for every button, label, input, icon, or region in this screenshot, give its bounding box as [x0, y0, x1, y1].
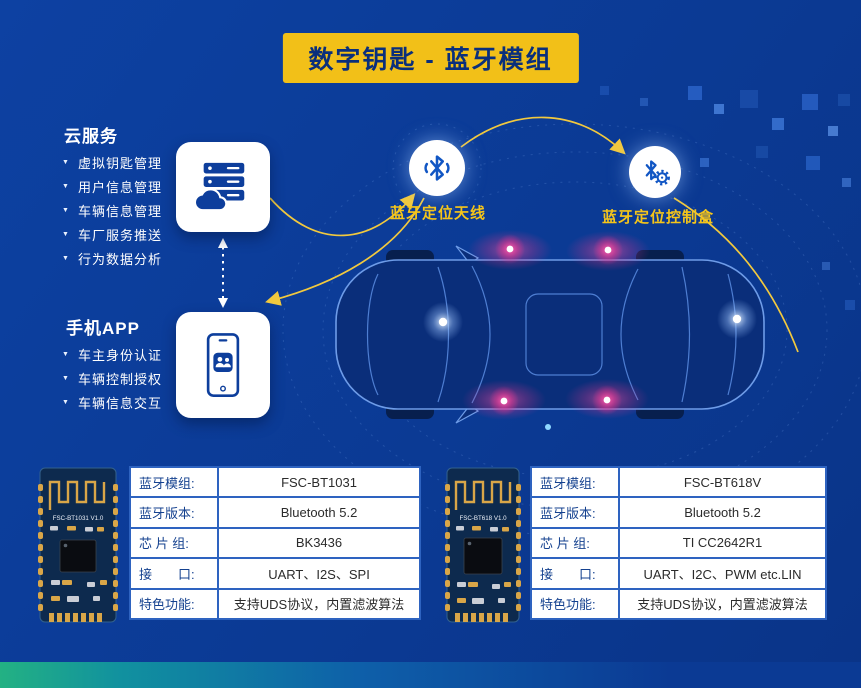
bottom-accent-strip [0, 662, 861, 688]
bluetooth-signal-icon [424, 155, 450, 181]
edge-pads [38, 484, 118, 622]
spec-label: 蓝牙版本: [532, 498, 618, 527]
triangle-bullet-icon: ▼ [62, 230, 70, 238]
spec-value: 支持UDS协议，内置滤波算法 [219, 589, 419, 618]
spec-row: 芯 片 组:BK3436 [131, 528, 419, 558]
list-item: ▼ 车辆信息交互 [62, 390, 162, 414]
list-item: ▼ 车主身份认证 [62, 342, 162, 366]
cloud-server-card [176, 142, 270, 232]
spec-table-bt1031: 蓝牙模组:FSC-BT1031 蓝牙版本:Bluetooth 5.2 芯 片 组… [129, 466, 421, 620]
list-item: ▼ 虚拟钥匙管理 [62, 150, 162, 174]
list-item: ▼ 行为数据分析 [62, 246, 162, 270]
mobile-app-list: ▼ 车主身份认证 ▼ 车辆控制授权 ▼ 车辆信息交互 [62, 342, 162, 414]
page-title: 数字钥匙 - 蓝牙模组 [282, 33, 579, 83]
passive-components [50, 526, 100, 602]
board-silkscreen-label: FSC-BT618 V1.0 [459, 515, 507, 522]
triangle-bullet-icon: ▼ [62, 350, 70, 358]
spec-label: 蓝牙模组: [532, 468, 618, 497]
chip [463, 537, 503, 575]
list-item-label: 车辆信息交互 [77, 395, 162, 411]
antenna-trace [454, 480, 512, 504]
spec-label: 特色功能: [532, 589, 618, 618]
spec-row: 接 口:UART、I2S、SPI [131, 559, 419, 588]
triangle-bullet-icon: ▼ [62, 254, 70, 262]
list-item: ▼ 车辆信息管理 [62, 198, 162, 222]
board-silkscreen-label: FSC-BT1031 V1.0 [53, 515, 104, 522]
chip [59, 539, 97, 573]
spec-value: FSC-BT618V [620, 468, 825, 497]
list-item-label: 车辆控制授权 [77, 371, 162, 387]
control-box-label: 蓝牙定位控制盒 [601, 209, 714, 226]
list-item-label: 用户信息管理 [77, 179, 162, 195]
spec-value: FSC-BT1031 [219, 468, 419, 497]
spec-row: 特色功能:支持UDS协议，内置滤波算法 [131, 589, 419, 618]
spec-table-bt618v: 蓝牙模组:FSC-BT618V 蓝牙版本:Bluetooth 5.2 芯 片 组… [530, 466, 827, 620]
spec-value: 支持UDS协议，内置滤波算法 [620, 589, 825, 618]
spec-label: 蓝牙版本: [131, 498, 217, 527]
phone-app-card [176, 312, 270, 418]
spec-row: 蓝牙模组:FSC-BT1031 [131, 468, 419, 497]
car-body [335, 259, 765, 410]
spec-label: 接 口: [131, 559, 217, 588]
passive-components [456, 526, 505, 604]
antenna-trace [48, 480, 106, 504]
cloud-server-icon [194, 162, 245, 212]
pcb-module-bt1031: FSC-BT1031 V1.0 [38, 467, 118, 623]
list-item-label: 车厂服务推送 [77, 227, 162, 243]
triangle-bullet-icon: ▼ [62, 374, 70, 382]
mobile-app-heading: 手机APP [66, 319, 140, 338]
bluetooth-gear-icon [645, 160, 670, 186]
antenna-label: 蓝牙定位天线 [389, 205, 486, 222]
car-top-view [335, 230, 765, 430]
edge-pads [445, 484, 521, 622]
spec-row: 接 口:UART、I2C、PWM etc.LIN [532, 559, 825, 588]
spec-label: 芯 片 组: [131, 528, 217, 558]
triangle-bullet-icon: ▼ [62, 206, 70, 214]
triangle-bullet-icon: ▼ [62, 182, 70, 190]
spec-value: Bluetooth 5.2 [219, 498, 419, 527]
triangle-bullet-icon: ▼ [62, 398, 70, 406]
list-item: ▼ 车辆控制授权 [62, 366, 162, 390]
cloud-service-heading: 云服务 [64, 127, 118, 146]
list-item-label: 行为数据分析 [77, 251, 162, 267]
list-item: ▼ 用户信息管理 [62, 174, 162, 198]
spec-label: 芯 片 组: [532, 528, 618, 558]
pcb-module-bt618v: FSC-BT618 V1.0 [445, 467, 521, 623]
list-item: ▼ 车厂服务推送 [62, 222, 162, 246]
pixel-squares [600, 86, 855, 310]
spec-row: 芯 片 组:TI CC2642R1 [532, 528, 825, 558]
spec-label: 特色功能: [131, 589, 217, 618]
spec-label: 接 口: [532, 559, 618, 588]
list-item-label: 车辆信息管理 [77, 203, 162, 219]
spec-value: BK3436 [219, 528, 419, 558]
spec-value: Bluetooth 5.2 [620, 498, 825, 527]
spec-row: 特色功能:支持UDS协议，内置滤波算法 [532, 589, 825, 618]
spec-value: UART、I2C、PWM etc.LIN [620, 559, 825, 588]
spec-value: UART、I2S、SPI [219, 559, 419, 588]
spec-value: TI CC2642R1 [620, 528, 825, 558]
spec-row: 蓝牙模组:FSC-BT618V [532, 468, 825, 497]
cloud-service-list: ▼ 虚拟钥匙管理 ▼ 用户信息管理 ▼ 车辆信息管理 ▼ 车厂服务推送 ▼ 行为数据分析 [62, 150, 162, 270]
list-item-label: 虚拟钥匙管理 [77, 155, 162, 171]
bluetooth-control-box-circle [629, 146, 681, 198]
spec-row: 蓝牙版本:Bluetooth 5.2 [532, 498, 825, 527]
phone-app-icon [206, 333, 240, 397]
list-item-label: 车主身份认证 [77, 347, 162, 363]
triangle-bullet-icon: ▼ [62, 158, 70, 166]
bluetooth-antenna-circle [409, 140, 465, 196]
spec-row: 蓝牙版本:Bluetooth 5.2 [131, 498, 419, 527]
spec-label: 蓝牙模组: [131, 468, 217, 497]
